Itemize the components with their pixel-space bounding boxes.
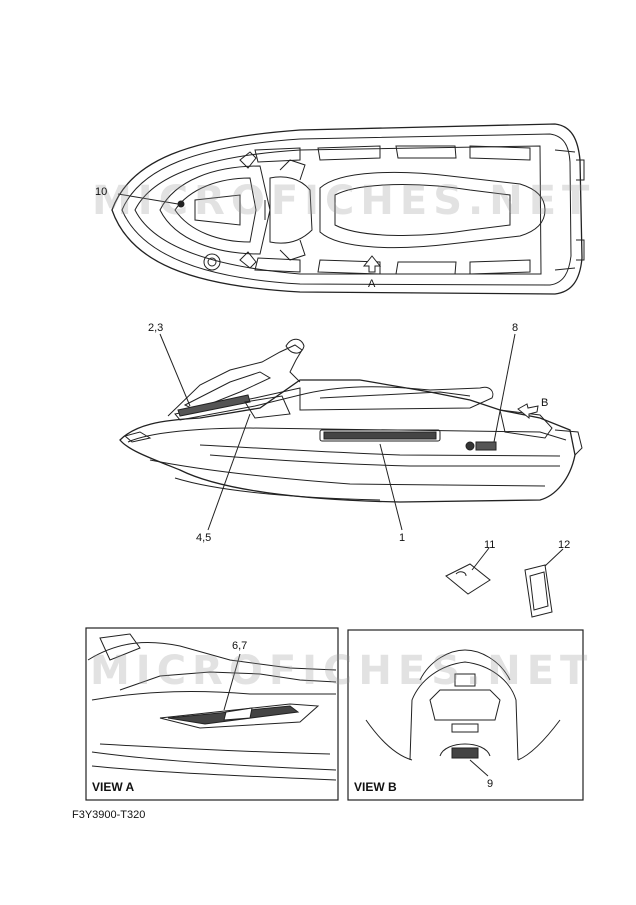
- view-a-panel: [85, 627, 339, 801]
- callout-a: A: [368, 278, 376, 290]
- callout-10: 10: [95, 186, 108, 198]
- side-view-hull: [119, 333, 583, 531]
- view-b-panel: [347, 629, 584, 801]
- top-view-hull: [111, 123, 585, 295]
- watermark-top: MICROFICHES.NET: [92, 178, 596, 224]
- callout-4-5: 4,5: [196, 532, 212, 544]
- callout-6-7: 6,7: [232, 640, 248, 652]
- callout-12: 12: [558, 539, 571, 551]
- callout-2-3: 2,3: [148, 322, 164, 334]
- part-11-tag: [445, 547, 491, 595]
- callout-1: 1: [399, 532, 406, 544]
- callout-11: 11: [484, 539, 496, 551]
- part-12-manual: [524, 548, 564, 618]
- figure-code: F3Y3900-T320: [72, 809, 146, 821]
- callout-9: 9: [487, 778, 494, 790]
- callout-b: B: [541, 397, 549, 409]
- callout-8: 8: [512, 322, 519, 334]
- view-b-label: VIEW B: [354, 780, 397, 794]
- watermark-bottom: MICROFICHES.NET: [90, 648, 594, 694]
- view-a-label: VIEW A: [92, 780, 135, 794]
